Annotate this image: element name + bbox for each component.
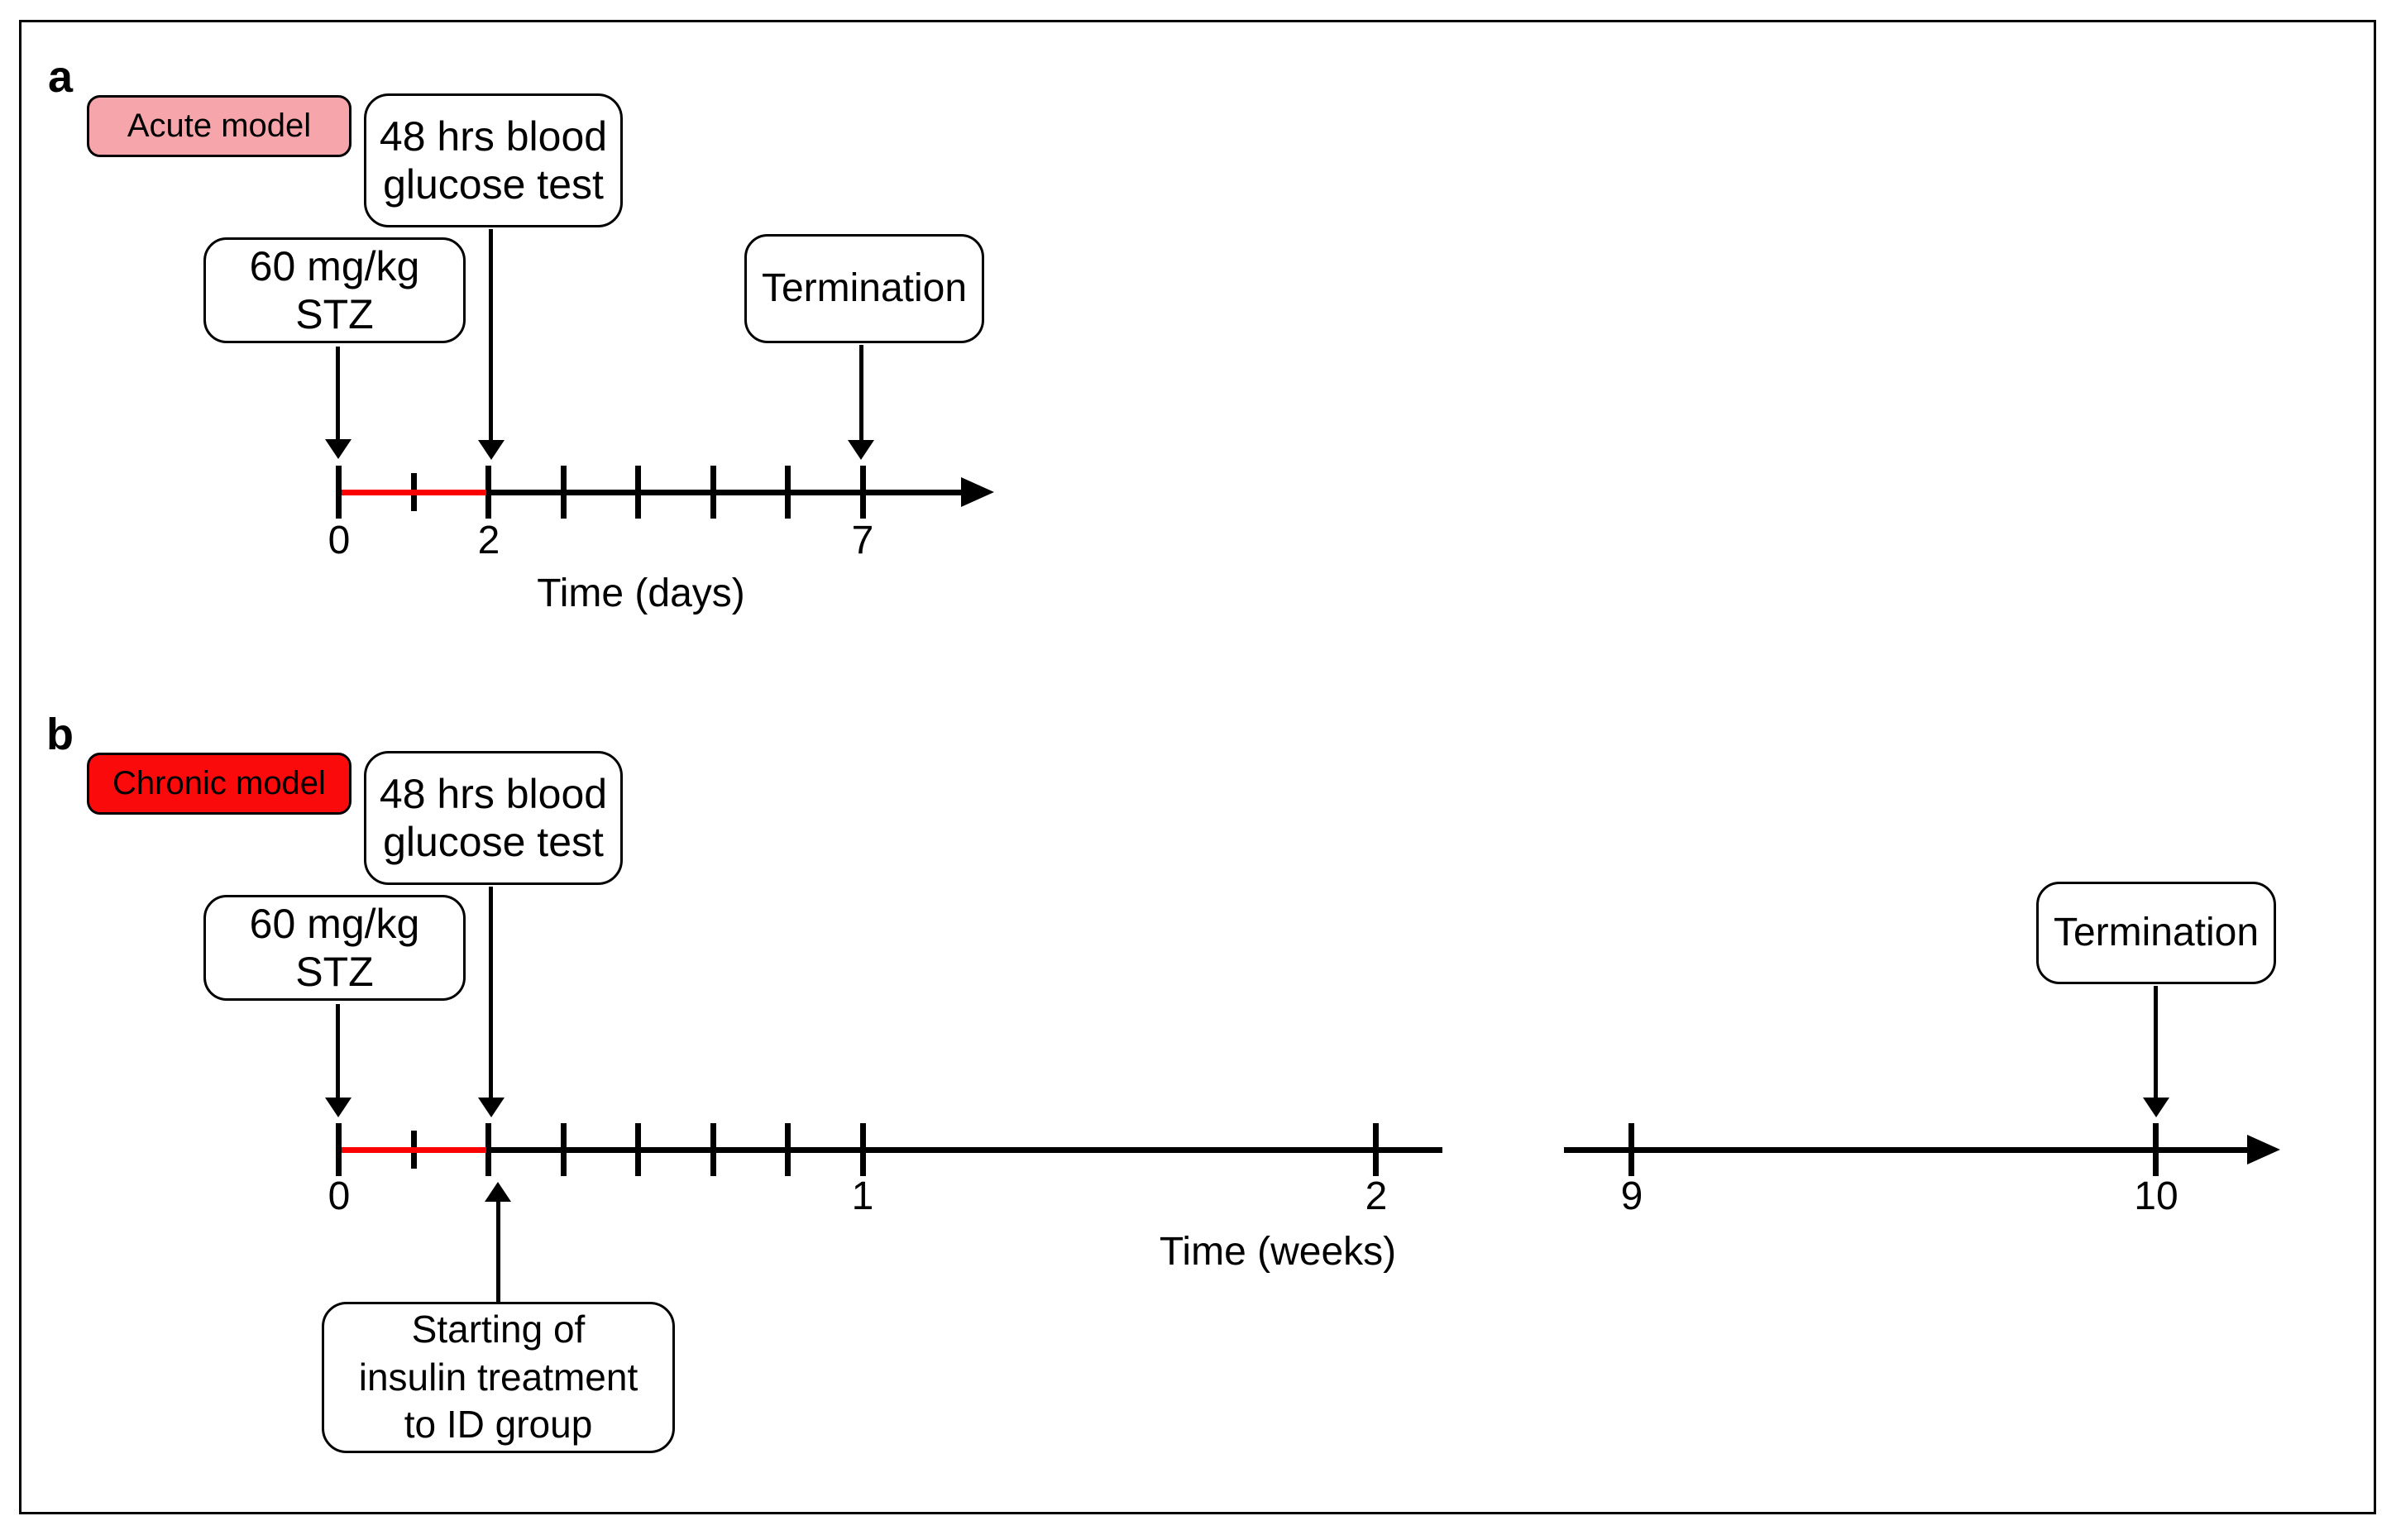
timeline-b-axis-segment1 bbox=[339, 1147, 1442, 1153]
termination-arrow-b-head bbox=[2143, 1098, 2169, 1117]
timeline-a-label-0: 0 bbox=[328, 519, 351, 562]
timeline-b-tick-day6 bbox=[785, 1123, 791, 1176]
timeline-b-tick-week2 bbox=[1373, 1123, 1379, 1176]
timeline-b-arrowhead bbox=[2247, 1135, 2280, 1165]
termination-arrow-b-shaft bbox=[2154, 986, 2158, 1098]
timeline-b-label-10: 10 bbox=[2134, 1174, 2178, 1218]
timeline-a-tick-day5 bbox=[710, 466, 716, 519]
glucose-test-box-b: 48 hrs blood glucose test bbox=[364, 751, 623, 885]
insulin-treatment-box-line2: insulin treatment bbox=[358, 1355, 638, 1399]
stz-arrow-b-head bbox=[325, 1098, 352, 1117]
timeline-a-axis bbox=[339, 490, 968, 495]
timeline-a-tick-day0 bbox=[336, 466, 342, 519]
timeline-b-axis-title: Time (weeks) bbox=[1159, 1230, 1397, 1274]
timeline-b-tick-week1 bbox=[860, 1123, 866, 1176]
acute-model-badge: Acute model bbox=[87, 95, 352, 157]
stz-arrow-a-shaft bbox=[336, 347, 340, 439]
timeline-b-tick-day3 bbox=[561, 1123, 567, 1176]
stz-box-b-label: 60 mg/kg STZ bbox=[249, 900, 420, 996]
insulin-arrow-up-head bbox=[485, 1182, 511, 1202]
termination-arrow-a-head bbox=[848, 440, 874, 460]
chronic-model-label: Chronic model bbox=[112, 765, 326, 801]
timeline-a-axis-title: Time (days) bbox=[537, 572, 745, 615]
insulin-treatment-box: Starting of insulin treatment to ID grou… bbox=[322, 1302, 675, 1453]
timeline-b-tick-week10 bbox=[2153, 1123, 2159, 1176]
timeline-a-tick-day3 bbox=[561, 466, 567, 519]
timeline-a-label-2: 2 bbox=[477, 519, 500, 562]
panel-a-letter: a bbox=[48, 52, 74, 102]
timeline-a-tick-day2 bbox=[485, 466, 491, 519]
glucose-test-box-b-line2: glucose test bbox=[383, 819, 604, 865]
timeline-b-label-2: 2 bbox=[1365, 1174, 1388, 1218]
termination-box-a-label: Termination bbox=[761, 265, 968, 310]
termination-box-a: Termination bbox=[744, 234, 984, 343]
termination-box-b-label: Termination bbox=[2053, 910, 2260, 954]
timeline-a-tick-day7 bbox=[860, 466, 866, 519]
stz-box-a: 60 mg/kg STZ bbox=[203, 237, 466, 343]
timeline-b-tick-day2 bbox=[485, 1123, 491, 1176]
timeline-b-label-0: 0 bbox=[328, 1174, 351, 1218]
stz-box-b: 60 mg/kg STZ bbox=[203, 895, 466, 1001]
timeline-b-tick-day0 bbox=[336, 1123, 342, 1176]
glucose-test-box-a-line1: 48 hrs blood bbox=[379, 112, 608, 160]
insulin-arrow-up-shaft bbox=[496, 1200, 500, 1302]
glucose-arrow-a-shaft bbox=[489, 229, 493, 440]
timeline-b-label-1: 1 bbox=[851, 1174, 874, 1218]
timeline-a-label-7: 7 bbox=[851, 519, 874, 562]
timeline-a-tick-day6 bbox=[785, 466, 791, 519]
timeline-b-red-segment bbox=[342, 1147, 486, 1153]
timeline-a-red-segment bbox=[342, 490, 486, 495]
acute-model-label: Acute model bbox=[127, 108, 312, 144]
glucose-test-box-a: 48 hrs blood glucose test bbox=[364, 93, 623, 227]
glucose-arrow-a-head bbox=[478, 440, 505, 460]
timeline-b-tick-day4 bbox=[635, 1123, 641, 1176]
panel-b-letter: b bbox=[46, 710, 74, 759]
insulin-treatment-box-line3: to ID group bbox=[404, 1403, 593, 1447]
timeline-b-axis-segment2 bbox=[1564, 1147, 2258, 1153]
timeline-a-tick-day4 bbox=[635, 466, 641, 519]
timeline-b-tick-week9 bbox=[1628, 1123, 1634, 1176]
termination-arrow-a-shaft bbox=[859, 345, 863, 440]
timeline-b-tick-day5 bbox=[710, 1123, 716, 1176]
glucose-arrow-b-shaft bbox=[489, 887, 493, 1098]
glucose-arrow-b-head bbox=[478, 1098, 505, 1117]
termination-box-b: Termination bbox=[2036, 882, 2276, 984]
timeline-a-arrowhead bbox=[961, 477, 994, 507]
chronic-model-badge: Chronic model bbox=[87, 753, 352, 815]
stz-box-a-label: 60 mg/kg STZ bbox=[249, 242, 420, 338]
glucose-test-box-a-line2: glucose test bbox=[383, 161, 604, 208]
timeline-b-label-9: 9 bbox=[1620, 1174, 1643, 1218]
stz-arrow-b-shaft bbox=[336, 1004, 340, 1098]
insulin-treatment-box-line1: Starting of bbox=[411, 1308, 586, 1351]
glucose-test-box-b-line1: 48 hrs blood bbox=[379, 770, 608, 817]
stz-arrow-a-head bbox=[325, 439, 352, 459]
